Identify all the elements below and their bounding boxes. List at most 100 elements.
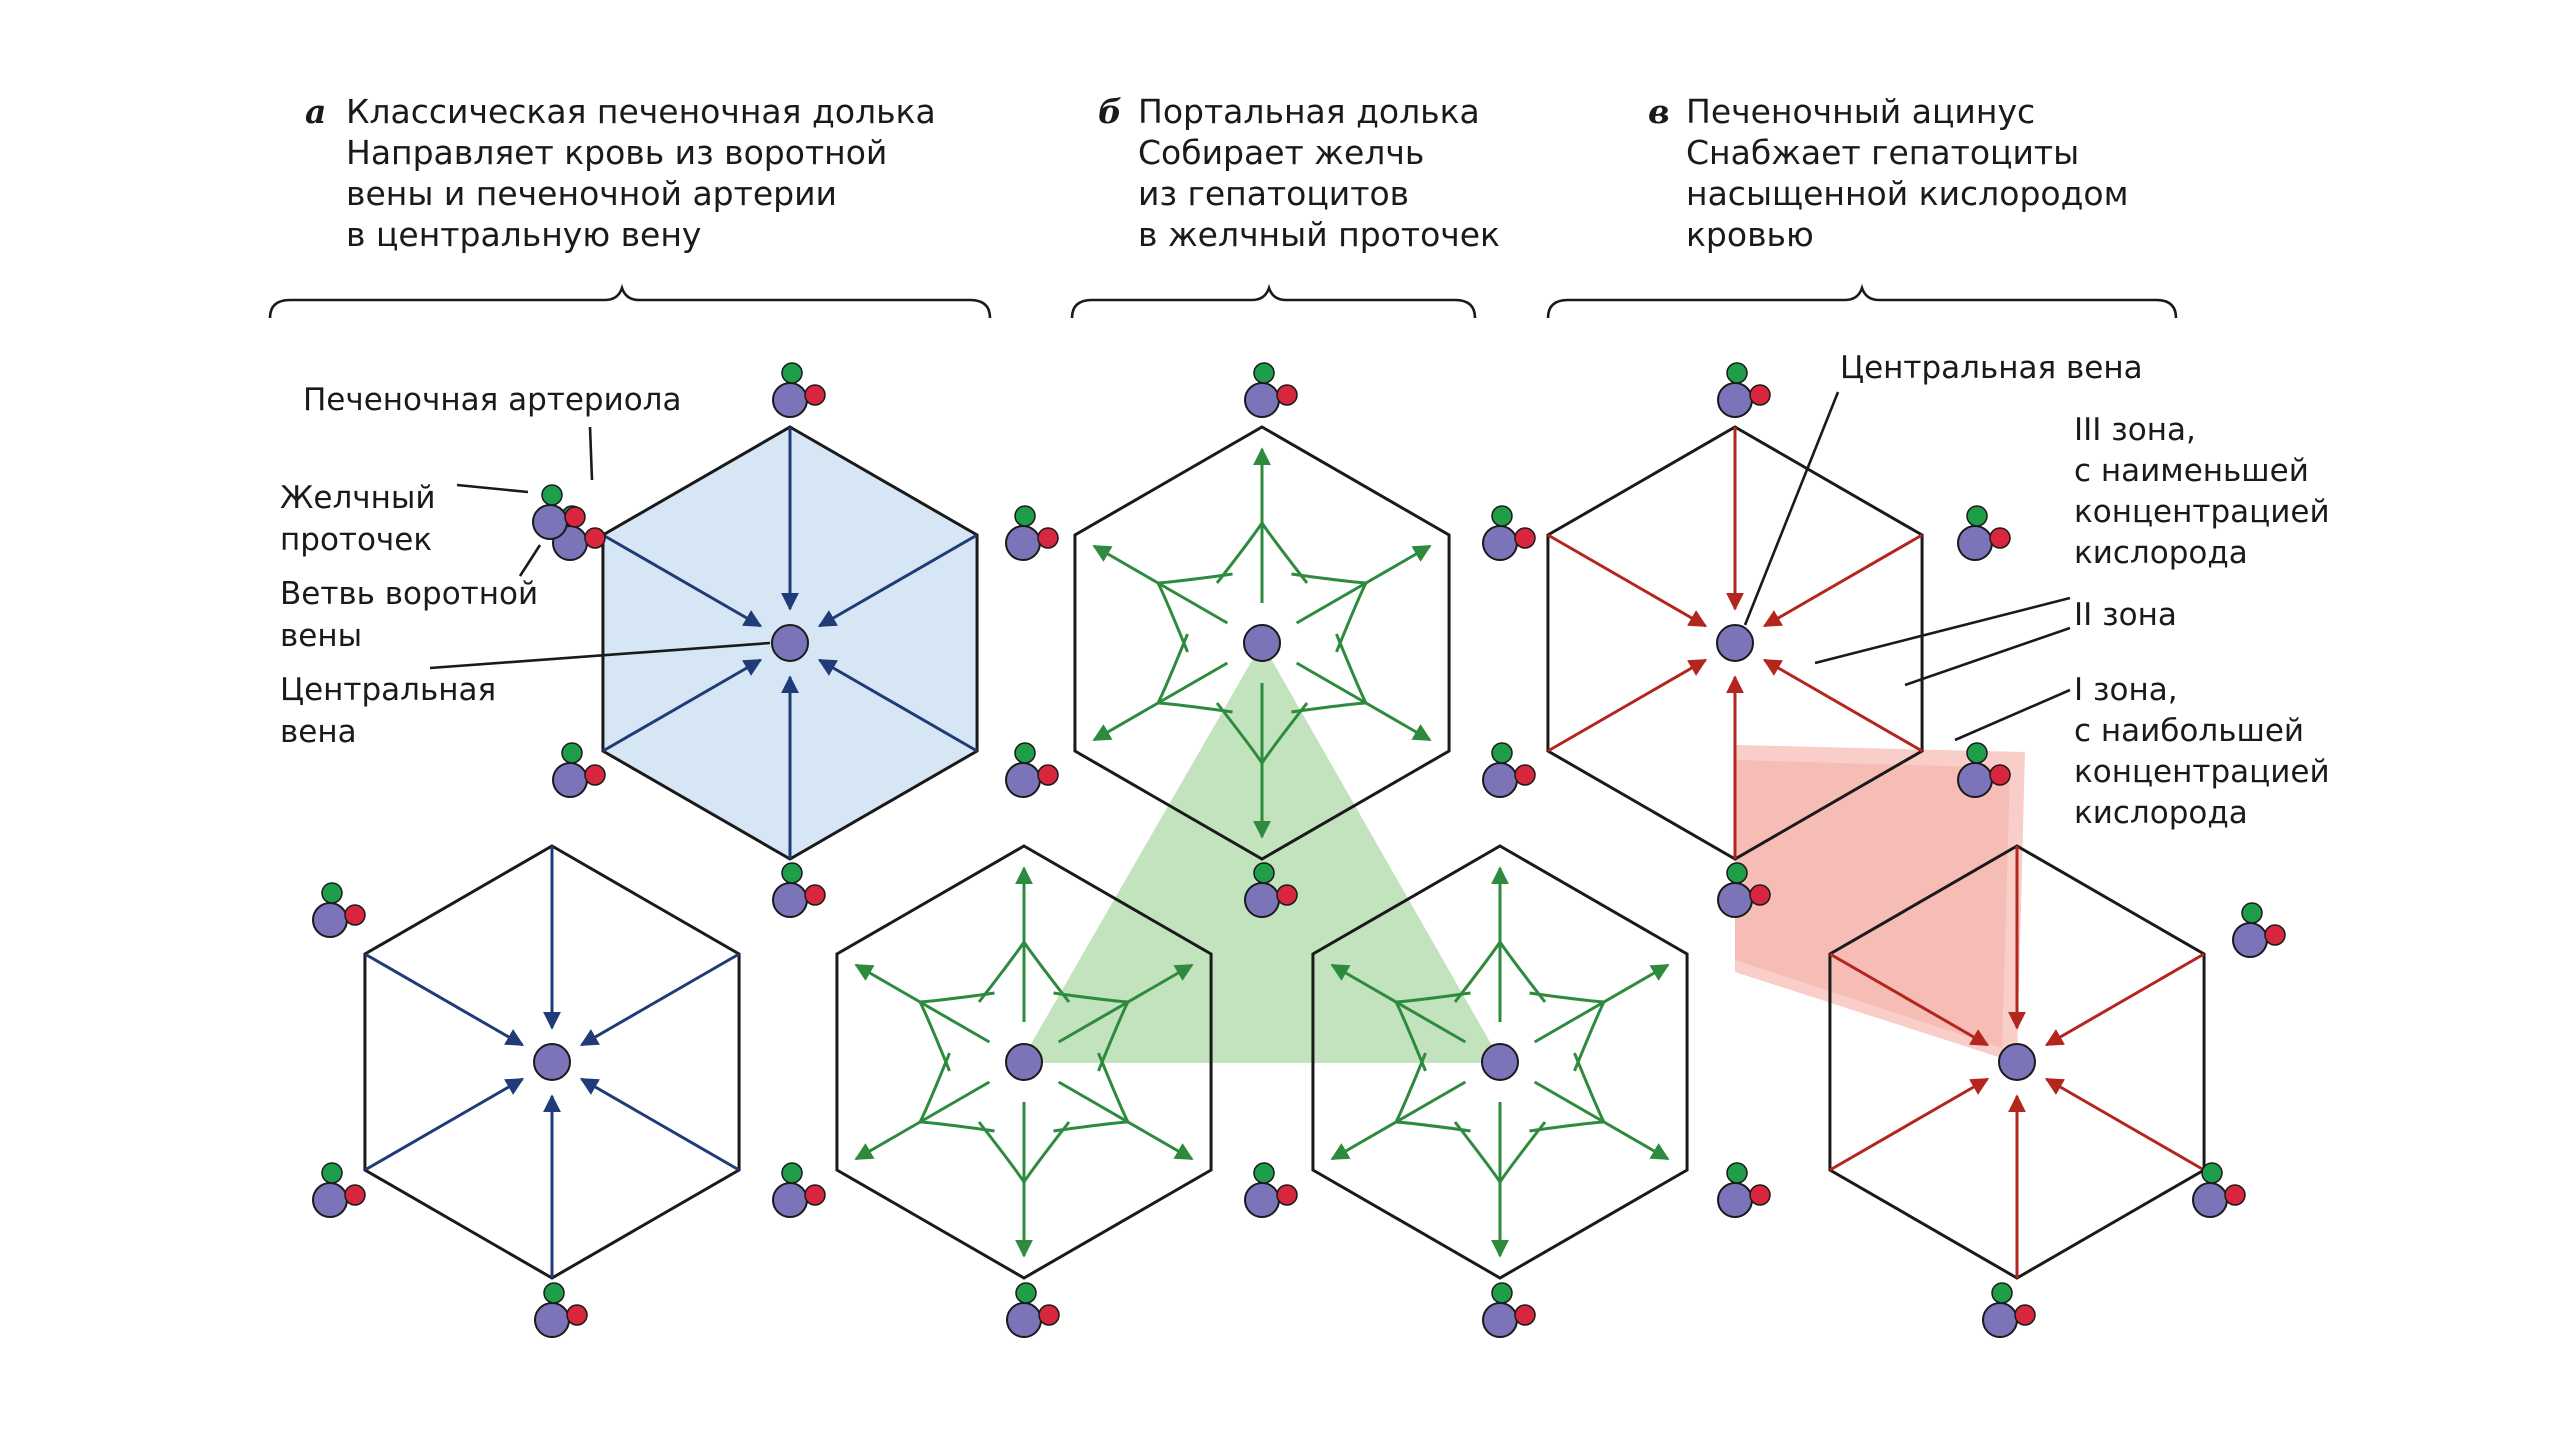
portal-vein-branch	[1717, 382, 1753, 418]
portal-flow-arrow	[1057, 1080, 1194, 1161]
acinus-radial-arrow	[1762, 533, 1923, 628]
hepatic-arteriole	[566, 1304, 588, 1326]
bile-duct	[321, 882, 343, 904]
portal-lobule-triangle	[1020, 643, 1502, 1063]
classic-radial-arrow	[579, 1077, 740, 1172]
portal-vein-branch	[772, 382, 808, 418]
classic-radial-arrow	[602, 658, 763, 753]
bile-duct	[561, 742, 583, 764]
panel-b-title: Портальная долька	[1138, 92, 1480, 131]
panel-b-line-3: из гепатоцитов	[1138, 174, 1409, 213]
portal-tributary	[1157, 572, 1233, 585]
hepatic-arteriole	[1276, 884, 1298, 906]
label-bile-duct-2: проточек	[280, 522, 432, 558]
label-central-vein-left-2: вена	[280, 714, 357, 750]
panel-b-header: б Портальная долька Собирает желчь из ге…	[1098, 92, 1500, 254]
bile-duct	[1015, 1282, 1037, 1304]
portal-tributary	[1260, 702, 1309, 764]
portal-tributary	[1394, 1001, 1427, 1072]
bile-duct	[1014, 742, 1036, 764]
bile-duct	[1966, 742, 1988, 764]
leader-zone1	[1954, 688, 2071, 742]
panel-a-letter: а	[305, 92, 326, 131]
hepatic-arteriole	[344, 1184, 366, 1206]
portal-tributary	[918, 1001, 951, 1072]
portal-vein-branch	[1482, 762, 1518, 798]
portal-vein-branch	[1982, 1302, 2018, 1338]
bile-duct	[1726, 362, 1748, 384]
acinus-radial-arrow	[1547, 658, 1708, 753]
label-zone1-1: I зона,	[2074, 672, 2178, 708]
label-zone1-3: концентрацией	[2074, 754, 2330, 790]
acinus-radial-arrow	[1547, 533, 1708, 628]
portal-vein-branch	[312, 1182, 348, 1218]
bile-duct	[781, 362, 803, 384]
bile-duct	[1253, 862, 1275, 884]
portal-vein-branch	[1006, 1302, 1042, 1338]
portal-tributary	[1395, 991, 1471, 1004]
classic-radial-arrow	[364, 1077, 525, 1172]
hepatic-arteriole	[1276, 384, 1298, 406]
hepatic-arteriole	[564, 506, 586, 528]
leader-hepatic-arteriole	[588, 426, 594, 481]
label-zone3-4: кислорода	[2074, 535, 2248, 571]
hepatic-arteriole	[804, 384, 826, 406]
hepatic-arteriole	[804, 884, 826, 906]
hepatic-arteriole	[584, 764, 606, 786]
portal-flow-arrow	[854, 963, 991, 1044]
central-vein-0	[771, 624, 809, 662]
portal-vein-branch	[1244, 882, 1280, 918]
central-vein-6	[1998, 1043, 2036, 1081]
acinus-radial-arrow	[2044, 1077, 2205, 1172]
hepatic-arteriole	[1749, 884, 1771, 906]
hexagon-portal-3	[835, 844, 1213, 1280]
panel-a-line-2: Направляет кровь из воротной	[346, 133, 887, 172]
acinus-zone-inner	[1735, 760, 2010, 1048]
portal-flow-arrow	[1533, 1080, 1670, 1161]
portal-flow-arrow	[1295, 544, 1432, 625]
portal-tributary	[1529, 991, 1605, 1004]
classic-radial-arrow	[364, 952, 525, 1047]
label-portal-branch-1: Ветвь воротной	[280, 576, 538, 612]
label-zone3-2: с наименьшей	[2074, 453, 2309, 489]
label-portal-branch-2: вены	[280, 618, 362, 654]
panel-a-line-3: вены и печеночной артерии	[346, 174, 837, 213]
portal-flow-arrow	[1330, 1080, 1467, 1161]
hepatic-arteriole	[1276, 1184, 1298, 1206]
classic-radial-arrow	[817, 533, 978, 628]
portal-vein-branch	[2232, 922, 2268, 958]
leader-zone2	[1904, 626, 2071, 687]
classic-radial-arrow	[602, 533, 763, 628]
classic-radial-arrow	[817, 658, 978, 753]
panel-c-line-2: Снабжает гепатоциты	[1686, 133, 2079, 172]
bile-duct	[541, 484, 563, 506]
portal-vein-branch	[1717, 882, 1753, 918]
portal-flow-arrow	[854, 1080, 991, 1161]
central-vein-2	[1243, 624, 1281, 662]
portal-tributary	[1022, 1121, 1071, 1183]
hepatic-arteriole	[1514, 764, 1536, 786]
acinus-radial-arrow	[1829, 952, 1990, 1047]
acinus-zone-outer	[1735, 745, 2025, 1063]
hepatic-arteriole	[1514, 1304, 1536, 1326]
bile-duct	[2201, 1162, 2223, 1184]
bile-duct	[781, 1162, 803, 1184]
panel-c-line-3: насыщенной кислородом	[1686, 174, 2129, 213]
flow-arrows	[364, 427, 2205, 1278]
portal-vein-branch	[1005, 525, 1041, 561]
portal-vein-branch	[1244, 1182, 1280, 1218]
hepatic-arteriole	[1749, 384, 1771, 406]
bile-duct	[1991, 1282, 2013, 1304]
panel-c-title: Печеночный ацинус	[1686, 92, 2035, 131]
portal-tributary	[1157, 701, 1233, 714]
panel-c-line-4: кровью	[1686, 215, 1814, 254]
portal-vein-branch	[772, 1182, 808, 1218]
label-zone1-4: кислорода	[2074, 795, 2248, 831]
bile-duct	[1491, 742, 1513, 764]
central-veins	[533, 624, 2036, 1081]
central-vein-1	[533, 1043, 571, 1081]
portal-flow-arrow	[1057, 963, 1194, 1044]
hepatic-arteriole	[1037, 527, 1059, 549]
label-hepatic-arteriole: Печеночная артериола	[303, 382, 682, 418]
